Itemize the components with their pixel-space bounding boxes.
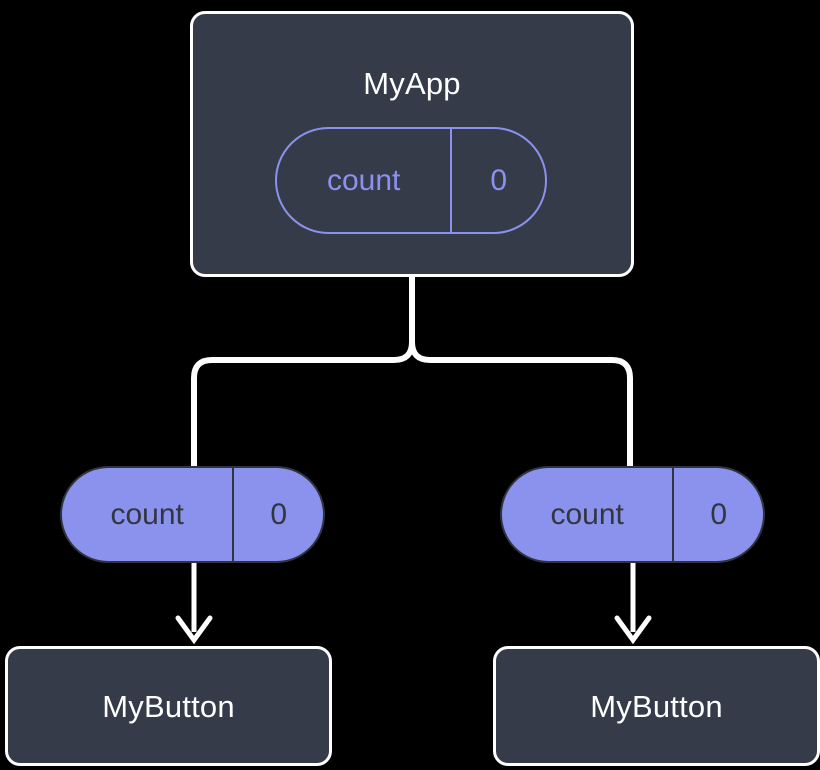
arrow-down-icon-right-head	[614, 615, 652, 645]
tree-fork-connector	[191, 274, 415, 469]
arrow-down-icon-left-head	[175, 615, 213, 645]
component-node-mybutton-right-label: MyButton	[590, 688, 723, 724]
props-pill-left-count-key: count	[110, 497, 184, 531]
props-pill-right-count-value: 0	[672, 468, 763, 561]
state-pill-myapp-count-value: 0	[450, 129, 545, 232]
props-pill-left-count[interactable]: count 0	[60, 466, 325, 563]
props-pill-right-count[interactable]: count 0	[500, 466, 765, 563]
state-pill-myapp-count-key: count	[327, 163, 401, 197]
component-node-myapp-label: MyApp	[363, 66, 461, 101]
tree-fork-connector-right	[409, 274, 633, 469]
state-pill-myapp-count[interactable]: count 0	[275, 127, 547, 234]
component-node-mybutton-left-label: MyButton	[102, 688, 235, 724]
props-pill-right-count-key: count	[550, 497, 624, 531]
component-node-mybutton-left[interactable]: MyButton	[5, 646, 332, 766]
props-pill-left-count-value: 0	[232, 468, 323, 561]
component-node-mybutton-right[interactable]: MyButton	[493, 646, 820, 766]
